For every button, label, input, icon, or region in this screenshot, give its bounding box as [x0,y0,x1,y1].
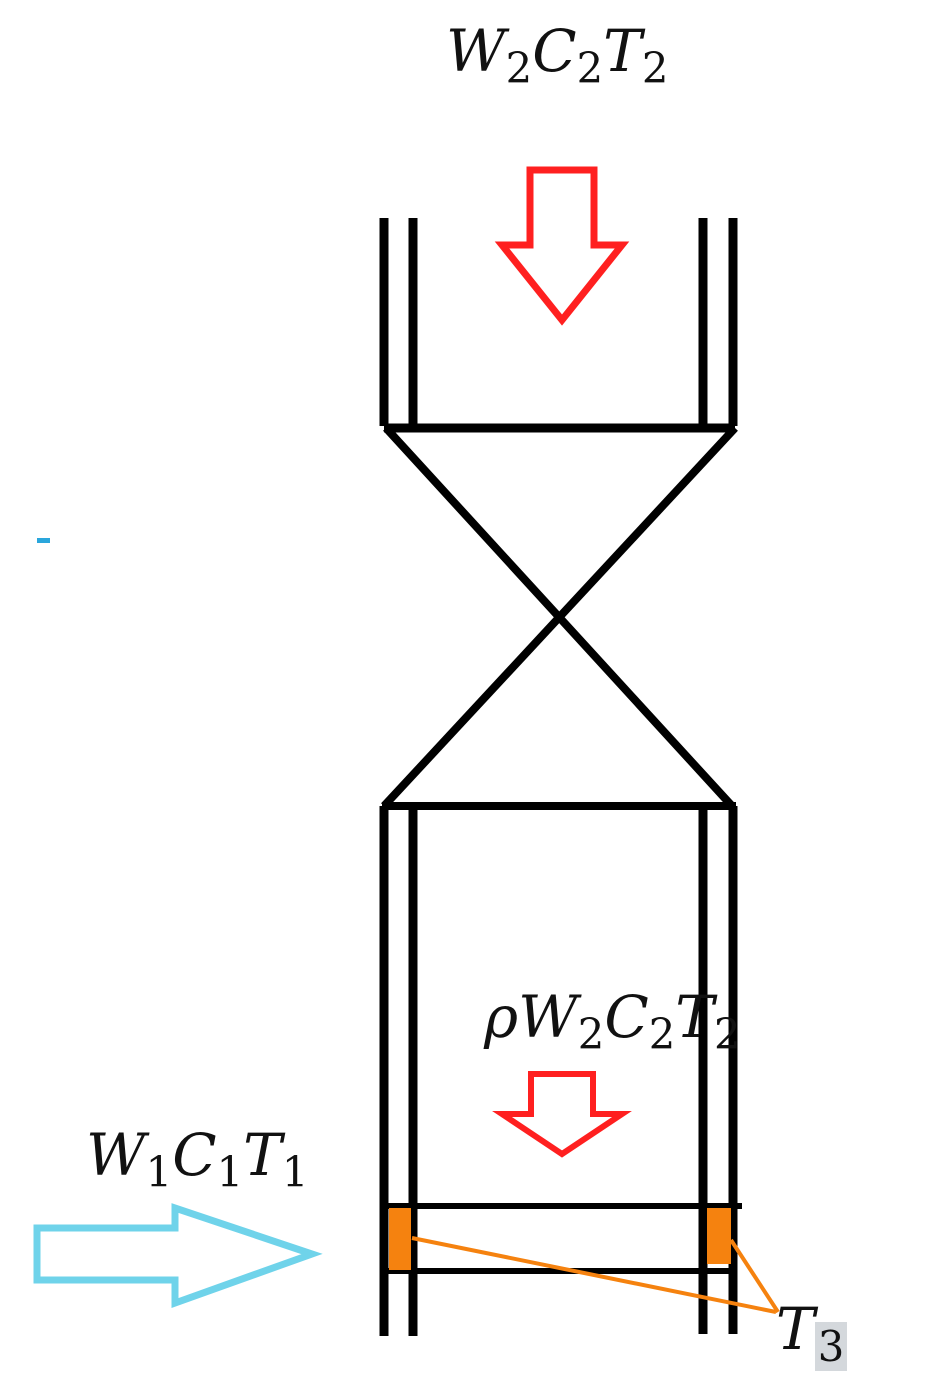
stray-mark [37,538,50,543]
symbol: T [603,17,642,85]
symbol: W [518,983,578,1051]
sensor-label: T3 [776,1300,848,1371]
symbol: T [243,1121,282,1189]
down-arrow-icon [492,1071,632,1158]
exchange-band [384,1203,742,1274]
symbol: C [532,17,577,85]
symbol: W [86,1121,146,1189]
middle-flow-label: ρW2C2T2 [484,988,741,1055]
symbol: T [776,1295,815,1363]
symbol: C [604,983,649,1051]
symbol: C [172,1121,217,1189]
right-arrow-icon [33,1203,323,1308]
subscript: 2 [505,43,533,93]
right-sensor-block [707,1208,731,1264]
sensor-lead-right [729,1238,780,1314]
subscript: 1 [216,1147,244,1197]
sensor-lead-left [411,1236,777,1314]
left-sensor-block [389,1208,411,1270]
symbol: T [675,983,714,1051]
sensor-group [389,1208,780,1314]
down-arrow-icon [494,166,630,326]
left-flow-label: W1C1T1 [86,1126,308,1193]
subscript: 1 [145,1147,173,1197]
subscript: 2 [577,1009,605,1059]
subscript: 3 [814,1321,848,1371]
crossing-section [381,425,738,810]
subscript: 2 [648,1009,676,1059]
subscript: 2 [576,43,604,93]
prefix: ρ [484,983,519,1051]
upper-channel [379,218,738,433]
subscript: 1 [281,1147,309,1197]
symbol: W [446,17,506,85]
cross-line-2 [381,425,738,809]
subscript: 2 [641,43,669,93]
subscript: 2 [713,1009,741,1059]
top-flow-label: W2C2T2 [446,22,668,89]
